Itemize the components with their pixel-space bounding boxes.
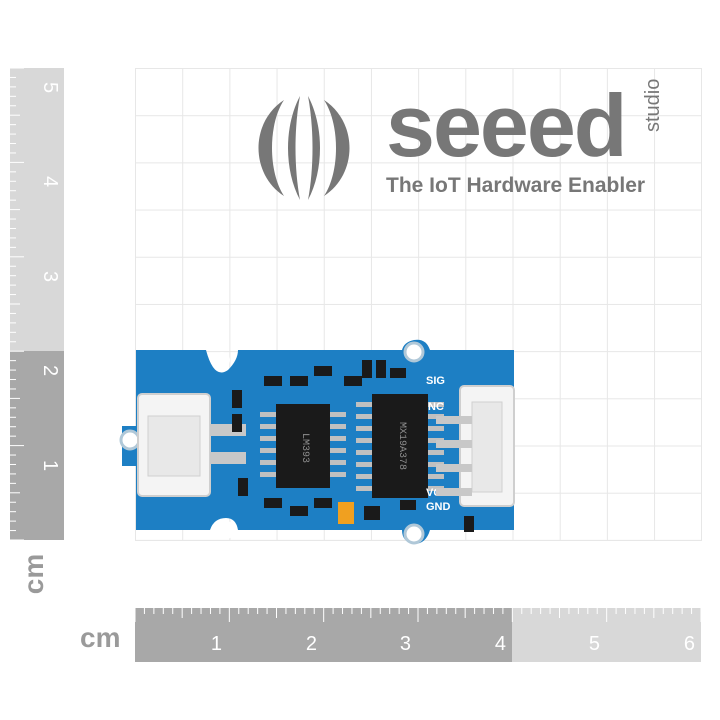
vertical-ruler: 5 4 3 2 1 — [10, 68, 64, 540]
horizontal-tick-label: 2 — [306, 633, 317, 655]
smd-components — [232, 360, 474, 532]
left-grove-connector — [137, 393, 246, 497]
pin-label-nc: NC — [428, 401, 444, 413]
ic-chip-left: LM393 — [260, 404, 346, 488]
mounting-hole — [119, 429, 141, 451]
horizontal-tick-label: 3 — [400, 633, 411, 655]
vertical-tick-label: 5 — [39, 82, 61, 93]
horizontal-tick-label: 1 — [211, 633, 222, 655]
board-notch — [214, 352, 230, 368]
horizontal-tick-label: 4 — [495, 633, 506, 655]
horizontal-ruler: 1 2 3 4 5 6 — [135, 608, 701, 662]
vertical-ruler-numbers: 5 4 3 2 1 — [39, 82, 61, 471]
pin-label-gnd: GND — [426, 501, 451, 513]
horizontal-ruler-ticks — [135, 608, 701, 622]
logo-sub-wordmark: studio — [642, 78, 664, 132]
chip-marking: MX19A378 — [396, 422, 407, 470]
horizontal-unit-label: cm — [80, 622, 121, 653]
board-notch — [217, 521, 235, 539]
pin-label-sig: SIG — [426, 375, 445, 387]
horizontal-tick-label: 6 — [684, 633, 695, 655]
horizontal-ruler-numbers: 1 2 3 4 5 6 — [211, 633, 695, 655]
horizontal-tick-label: 5 — [589, 633, 600, 655]
vertical-ruler-ticks — [10, 68, 24, 540]
tantalum-capacitor — [338, 502, 354, 524]
vertical-unit-label: cm — [18, 553, 50, 595]
right-grove-connector — [436, 385, 515, 507]
vertical-tick-label: 1 — [39, 460, 61, 471]
vertical-tick-label: 4 — [39, 176, 61, 187]
vertical-tick-label: 3 — [39, 271, 61, 282]
chip-marking: LM393 — [299, 433, 310, 463]
vertical-tick-label: 2 — [39, 365, 61, 376]
logo-tagline: The IoT Hardware Enabler — [386, 174, 646, 197]
mounting-hole — [403, 523, 425, 545]
grove-sensor-board: LM393 MX19A378 — [119, 339, 515, 545]
logo-wordmark: seeed — [386, 76, 628, 175]
mounting-hole — [403, 341, 425, 363]
seeed-logo-icon — [258, 96, 350, 200]
